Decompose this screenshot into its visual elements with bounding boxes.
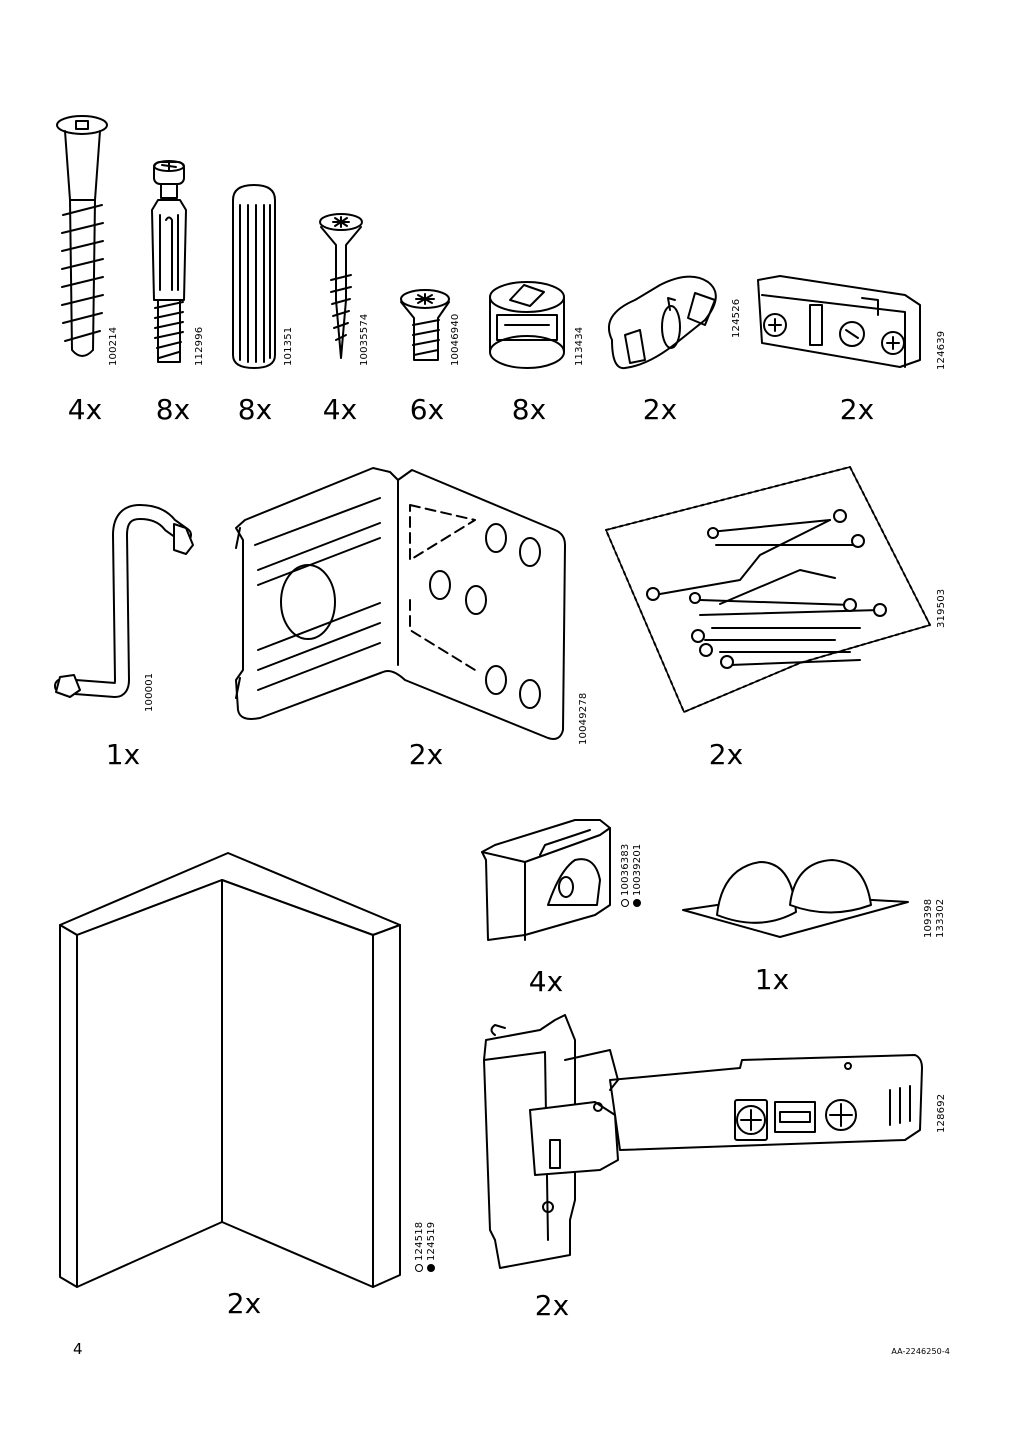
code-cam-pin: 112996	[194, 326, 205, 366]
quantity-metal-angle-bracket: 2x	[408, 738, 444, 771]
wooden-dowel-icon	[233, 185, 275, 368]
quantity-allen-key: 1x	[105, 738, 141, 771]
code-wooden-dowel: 101351	[283, 326, 294, 366]
quantity-corner-panel: 2x	[226, 1287, 262, 1320]
code-wood-screw: 10035574	[359, 313, 370, 367]
hinge-cover-cap-icon	[482, 820, 610, 940]
cam-lock-icon	[490, 282, 564, 368]
filled-circle-icon	[633, 899, 641, 907]
code-hinge-cover-cap-2: 10039201	[631, 843, 643, 897]
bag-of-nails-icon	[606, 467, 930, 712]
code-bag-of-nails: 319503	[936, 588, 947, 628]
open-circle-icon	[415, 1264, 423, 1272]
document-id: AA-2246250-4	[891, 1347, 950, 1356]
quantity-hinge-cover-cap: 4x	[528, 965, 564, 998]
code-bumper-pads: 109398 133302	[922, 899, 946, 938]
open-circle-icon	[621, 899, 629, 907]
code-corner-panel-2: 124519	[425, 1221, 437, 1261]
quantity-bumper-pads: 1x	[754, 963, 790, 996]
quantity-wooden-dowel: 8x	[237, 393, 273, 426]
quantity-bag-of-nails: 2x	[708, 738, 744, 771]
quantity-wood-screw: 4x	[322, 393, 358, 426]
code-corner-panel-1: 124518	[413, 1221, 425, 1261]
wood-screw-icon	[320, 214, 362, 358]
code-bumper-pads-2: 133302	[934, 898, 946, 938]
code-metal-angle-bracket: 10049278	[578, 692, 589, 746]
short-screw-icon	[401, 290, 449, 360]
quantity-cam-pin: 8x	[155, 393, 191, 426]
quantity-cam-bolt-screw: 4x	[67, 393, 103, 426]
code-mounting-rail-bracket: 124639	[936, 330, 947, 370]
code-corner-panel: 124518 124519	[413, 1222, 437, 1272]
code-hinge-cover-cap-1: 10036383	[619, 843, 631, 897]
code-short-screw: 10046940	[450, 313, 461, 367]
code-cabinet-hinge: 128692	[936, 1093, 947, 1133]
quantity-short-screw: 6x	[409, 393, 445, 426]
code-hinge-cover-cap: 10036383 10039201	[619, 843, 643, 907]
code-bumper-pads-1: 109398	[922, 898, 934, 938]
page-number: 4	[73, 1340, 83, 1358]
metal-angle-bracket-icon	[236, 468, 565, 739]
corner-panel-icon	[60, 853, 400, 1287]
bumper-pads-icon	[683, 860, 908, 937]
cam-pin-icon	[152, 161, 186, 362]
code-allen-key: 100001	[144, 672, 155, 712]
quantity-cam-lock: 8x	[511, 393, 547, 426]
code-plastic-clip: 124526	[731, 298, 742, 338]
cam-bolt-screw-icon	[57, 116, 107, 356]
quantity-mounting-rail-bracket: 2x	[839, 393, 875, 426]
cabinet-hinge-icon	[484, 1015, 922, 1268]
mounting-rail-bracket-icon	[758, 276, 920, 367]
plastic-clip-icon	[609, 277, 716, 368]
code-cam-bolt-screw: 100214	[108, 326, 119, 366]
code-cam-lock: 113434	[574, 326, 585, 366]
quantity-cabinet-hinge: 2x	[534, 1289, 570, 1322]
allen-key-icon	[56, 512, 193, 697]
quantity-plastic-clip: 2x	[642, 393, 678, 426]
filled-circle-icon	[427, 1264, 435, 1272]
